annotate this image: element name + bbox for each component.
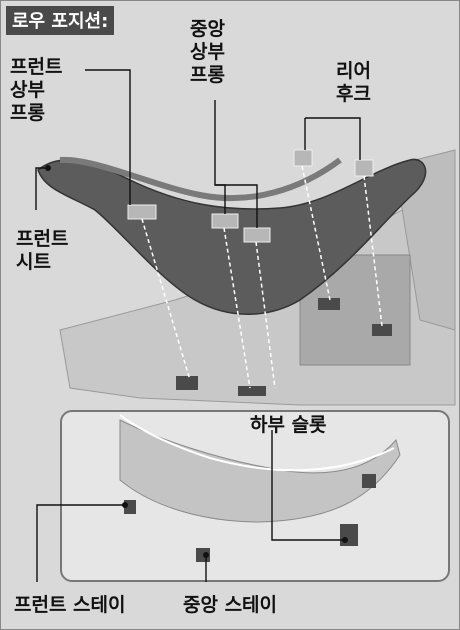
- label-center-upper-prong: 중앙 상부 프롱: [190, 18, 225, 87]
- seat-highlight: [59, 156, 342, 202]
- label-front-seat: 프런트 시트: [16, 228, 69, 274]
- position-title: 로우 포지션:: [6, 6, 115, 35]
- center-upper-prong-mark: [211, 213, 271, 243]
- leader-lines: [35, 69, 361, 228]
- center-stay-upper: [238, 386, 266, 396]
- label-rear-hook: 리어 후크: [336, 60, 371, 106]
- inset-rear-part: [362, 474, 376, 488]
- label-center-stay: 중앙 스테이: [183, 594, 278, 616]
- inset-lower-slot: [340, 524, 358, 546]
- inset-seat-shape: [119, 419, 401, 523]
- label-lower-slot: 하부 슬롯: [250, 414, 327, 436]
- front-seat-shape: [37, 158, 427, 315]
- front-stay-upper: [176, 376, 198, 390]
- rear-slot-2: [372, 324, 392, 336]
- leader-dots: [45, 165, 51, 171]
- rear-slot-1: [318, 298, 340, 310]
- label-front-stay: 프런트 스테이: [14, 594, 126, 616]
- rear-hook-mark: [293, 149, 374, 177]
- label-front-upper-prong: 프런트 상부 프롱: [10, 56, 63, 125]
- guide-lines: [141, 165, 383, 389]
- inset-leader-lines: [36, 430, 345, 582]
- inset-seat-top: [119, 414, 395, 472]
